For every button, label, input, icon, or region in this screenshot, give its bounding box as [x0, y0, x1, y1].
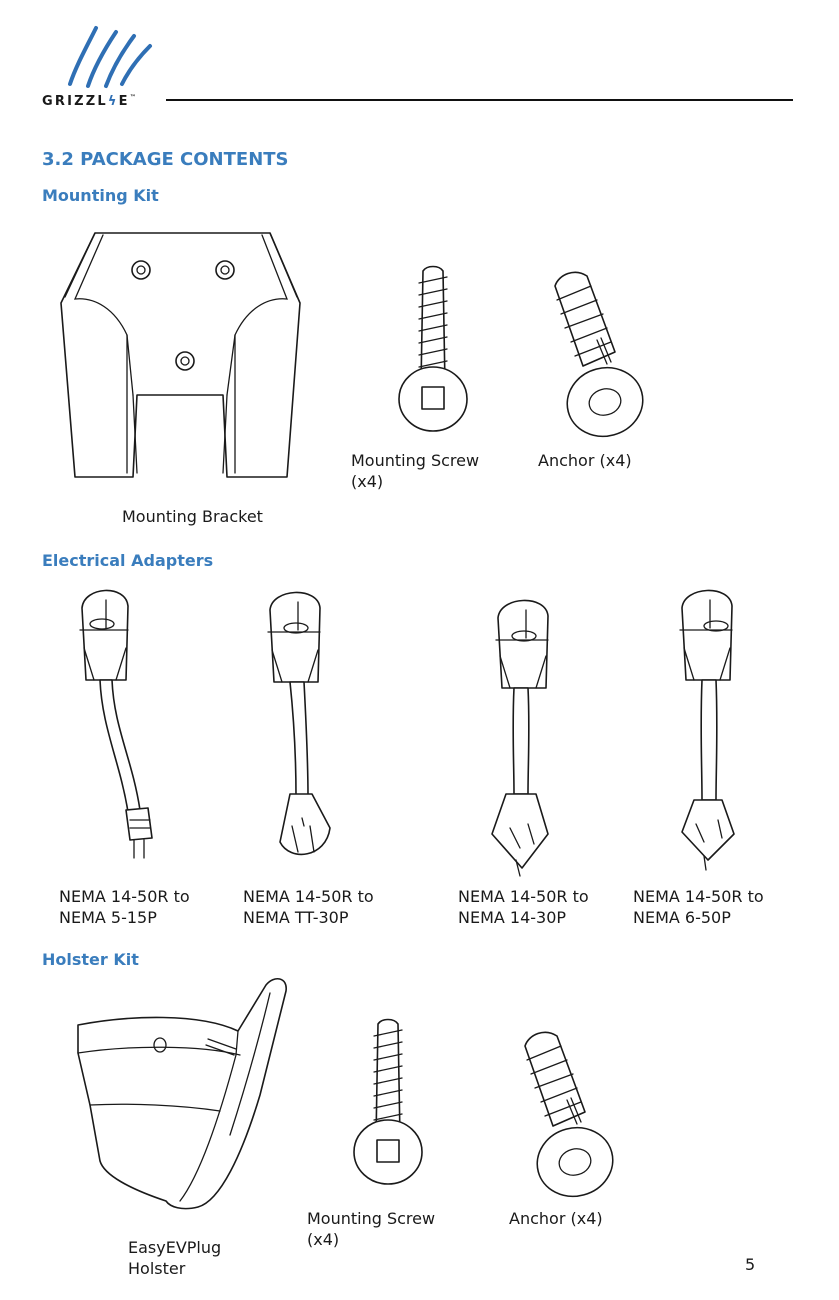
mounting-bracket-image [60, 232, 301, 478]
holster-anchor-image [524, 1031, 614, 1198]
mounting-bracket-label: Mounting Bracket [122, 507, 263, 526]
adapter-label-4-line1: NEMA 14-50R to [633, 887, 764, 906]
section-title: 3.2 PACKAGE CONTENTS [42, 149, 289, 170]
holster-mounting-screw-image [353, 1018, 423, 1185]
adapter-label-4-line2: NEMA 6-50P [633, 908, 731, 927]
mounting-screw-label: Mounting Screw (x4) [351, 450, 479, 492]
adapter-label-1-line2: NEMA 5-15P [59, 908, 157, 927]
anchor-image [554, 271, 644, 438]
adapter-tt-30p-image [267, 591, 331, 856]
holster-screw-label: Mounting Screw (x4) [307, 1208, 435, 1250]
brand-name-end: E [118, 94, 130, 109]
trademark-symbol: ™ [129, 94, 136, 101]
header-rule [166, 99, 793, 101]
adapter-label-4: NEMA 14-50R to NEMA 6-50P [633, 886, 764, 928]
mounting-screw-image [398, 265, 468, 432]
page-number: 5 [745, 1255, 756, 1274]
holster-label: EasyEVPlug Holster [128, 1237, 221, 1279]
holster-screw-label-line2: (x4) [307, 1230, 340, 1249]
holster-label-line2: Holster [128, 1259, 186, 1278]
adapter-label-3-line1: NEMA 14-50R to [458, 887, 589, 906]
adapter-5-15p-image [79, 589, 153, 859]
claw-marks-icon [68, 26, 152, 88]
mounting-screw-label-line2: (x4) [351, 472, 384, 491]
mounting-kit-heading: Mounting Kit [42, 186, 159, 205]
adapter-6-50p-image [679, 589, 735, 871]
brand-name-start: GRIZZL [42, 94, 108, 109]
mounting-screw-label-line1: Mounting Screw [351, 451, 480, 470]
adapter-label-2: NEMA 14-50R to NEMA TT-30P [243, 886, 374, 928]
lightning-icon: ϟ [107, 94, 119, 109]
holster-label-line1: EasyEVPlug [128, 1238, 222, 1257]
adapter-label-1: NEMA 14-50R to NEMA 5-15P [59, 886, 190, 928]
adapter-label-1-line1: NEMA 14-50R to [59, 887, 190, 906]
brand-logo: GRIZZLϟE™ [40, 22, 170, 114]
adapter-label-3-line2: NEMA 14-30P [458, 908, 567, 927]
adapter-label-2-line1: NEMA 14-50R to [243, 887, 374, 906]
holster-screw-label-line1: Mounting Screw [307, 1209, 436, 1228]
electrical-adapters-heading: Electrical Adapters [42, 551, 214, 570]
adapter-label-3: NEMA 14-50R to NEMA 14-30P [458, 886, 589, 928]
holster-image [77, 978, 287, 1210]
adapter-14-30p-image [491, 599, 549, 877]
holster-kit-heading: Holster Kit [42, 950, 139, 969]
holster-anchor-label: Anchor (x4) [509, 1209, 603, 1228]
adapter-label-2-line2: NEMA TT-30P [243, 908, 349, 927]
anchor-label: Anchor (x4) [538, 451, 632, 470]
